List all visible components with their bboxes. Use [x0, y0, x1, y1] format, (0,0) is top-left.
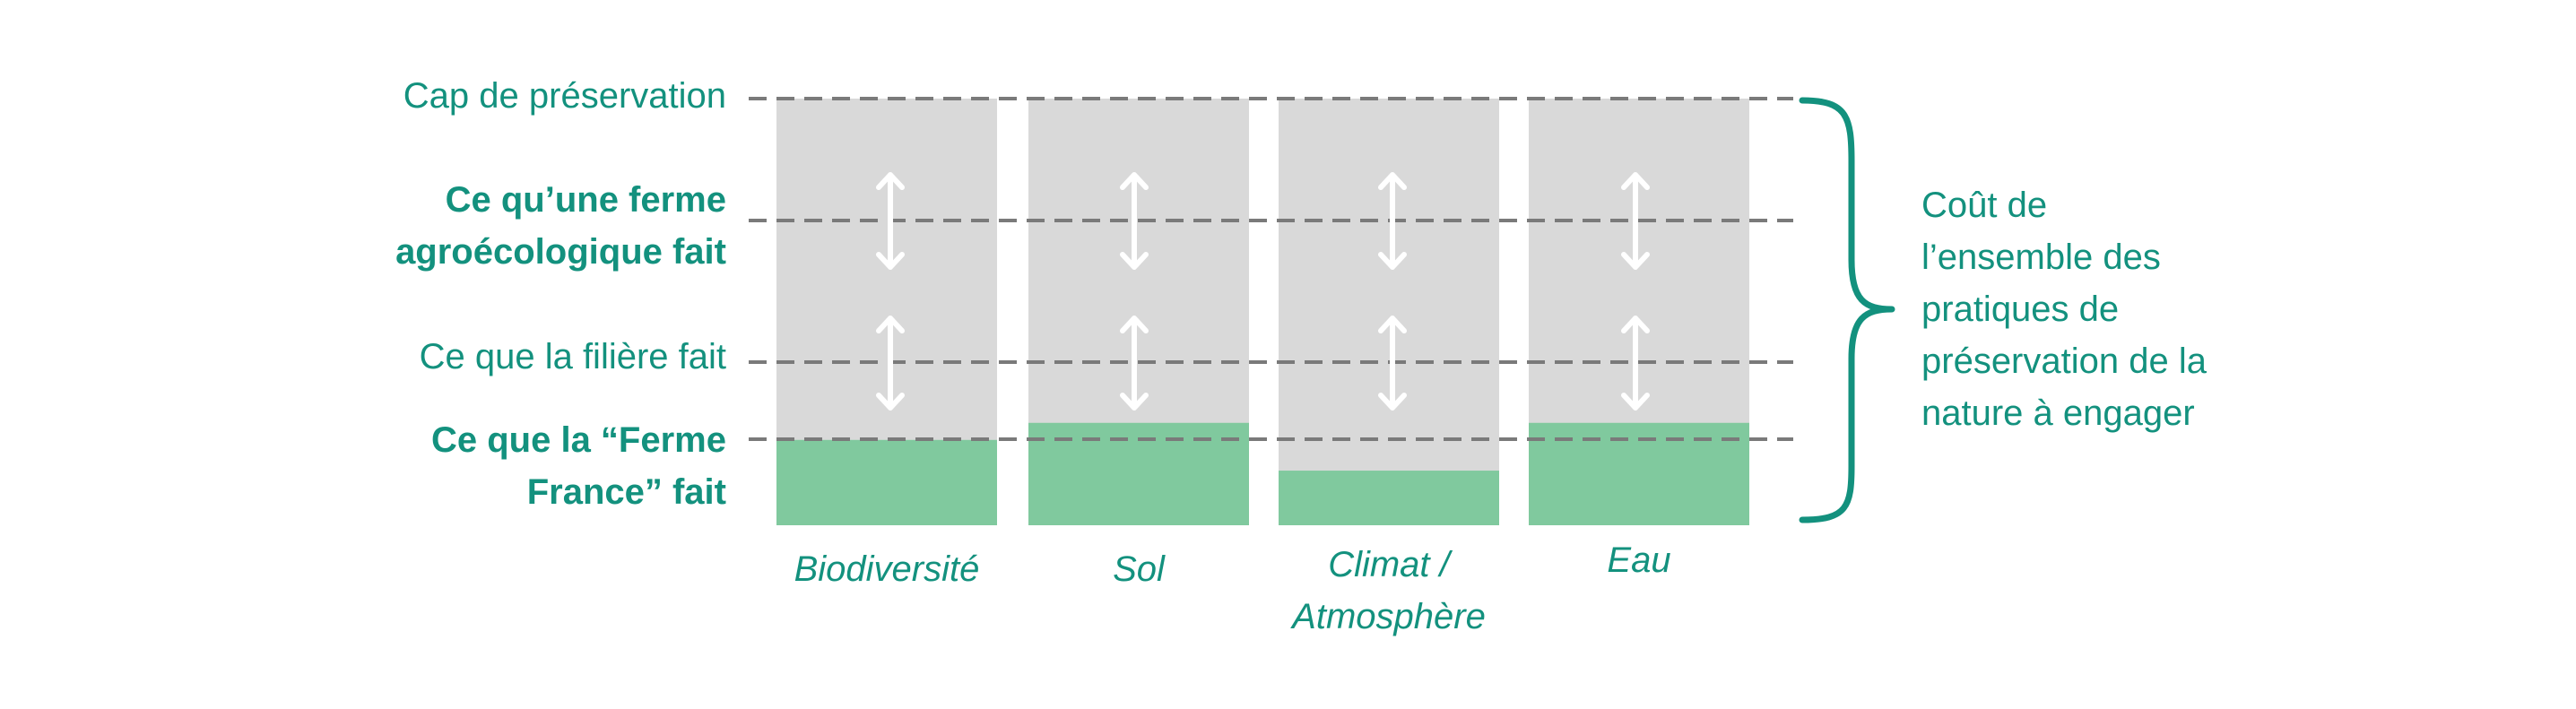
level-labels: Cap de préservation Ce qu’une ferme agroéc… — [395, 76, 726, 512]
double-arrow-lower-climat — [1378, 316, 1407, 411]
level-label-ferme-agro-line-2: agroécologique fait — [395, 232, 726, 272]
double-arrow-upper-climat — [1378, 172, 1407, 270]
brace-annotation: Coût de l’ensemble des pratiques de préserv… — [1921, 186, 2207, 433]
column-label-eau-line-1: Eau — [1607, 540, 1670, 580]
level-lines — [749, 97, 1793, 441]
arrows — [876, 172, 1650, 411]
column-label-biodiversite-line-1: Biodiversité — [794, 549, 980, 589]
bars — [776, 99, 1749, 525]
level-label-ferme-agro-line-1: Ce qu’une ferme — [446, 180, 726, 220]
brace-text-line-1: Coût de — [1921, 186, 2047, 225]
column-label-climat-line-1: Climat / — [1328, 545, 1453, 584]
bar-background-climat — [1279, 99, 1499, 525]
brace-text-line-4: préservation de la — [1921, 342, 2207, 381]
level-label-filiere-line-1: Ce que la filière fait — [420, 337, 726, 376]
double-arrow-lower-eau — [1621, 316, 1650, 411]
double-arrow-lower-biodiversite — [876, 316, 905, 411]
brace-text-line-5: nature à engager — [1921, 393, 2195, 433]
double-arrow-upper-biodiversite — [876, 172, 905, 270]
brace-text-line-3: pratiques de — [1921, 290, 2119, 329]
curly-brace-icon — [1799, 97, 1895, 523]
level-label-ferme-france-line-2: France” fait — [527, 472, 726, 512]
column-label-sol-line-1: Sol — [1113, 549, 1166, 589]
bar-fill-climat — [1279, 471, 1499, 525]
double-arrow-upper-eau — [1621, 172, 1650, 270]
level-label-ferme-france-line-1: Ce que la “Ferme — [431, 420, 726, 460]
level-label-cap-line-1: Cap de préservation — [403, 76, 726, 116]
column-labels: Biodiversité Sol Climat / Atmosphère Eau — [794, 540, 1671, 636]
brace-text-line-2: l’ensemble des — [1921, 238, 2161, 277]
double-arrow-upper-sol — [1120, 172, 1149, 270]
bar-fill-biodiversite — [776, 439, 997, 525]
double-arrow-lower-sol — [1120, 316, 1149, 411]
column-label-climat-line-2: Atmosphère — [1290, 597, 1486, 636]
